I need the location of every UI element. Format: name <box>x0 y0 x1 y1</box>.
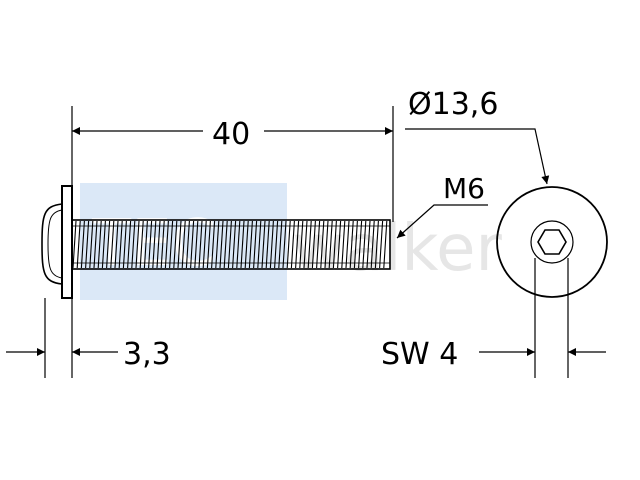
thread-line <box>253 220 258 269</box>
thread-line <box>101 220 106 269</box>
screw-head-front <box>496 186 608 298</box>
thread-line <box>198 220 203 269</box>
thread-line <box>341 220 346 269</box>
thread-line <box>114 220 119 269</box>
screw-shank <box>71 219 391 270</box>
thread-line <box>89 220 94 269</box>
thread-line <box>135 220 140 269</box>
thread-line <box>97 220 102 269</box>
thread-line <box>152 220 157 269</box>
thread-line <box>274 220 279 269</box>
thread-line <box>349 220 354 269</box>
thread-line <box>316 220 321 269</box>
thread-line <box>332 220 337 269</box>
watermark-box-text: TEC <box>91 207 216 281</box>
thread-line <box>181 220 186 269</box>
thread-lines <box>72 220 390 269</box>
thread-line <box>169 220 174 269</box>
thread-line <box>202 220 207 269</box>
thread-line <box>160 220 165 269</box>
hexagon-icon <box>537 229 567 255</box>
thread-line <box>177 220 182 269</box>
thread-line <box>127 220 132 269</box>
dimension-length: 40 <box>72 117 393 152</box>
thread-line <box>324 220 329 269</box>
thread-line <box>311 220 316 269</box>
thread-line <box>353 220 358 269</box>
thread-line <box>248 220 253 269</box>
thread-line <box>278 220 283 269</box>
thread-line <box>148 220 153 269</box>
thread-line <box>122 220 127 269</box>
dimension-head-diameter: Ø13,6 <box>405 87 550 185</box>
thread-line <box>80 220 85 269</box>
thread-line <box>139 220 144 269</box>
dimension-thread: M6 <box>396 172 488 239</box>
thread-line <box>93 220 98 269</box>
thread-line <box>261 220 266 269</box>
dimension-socket-size: SW 4 <box>381 337 606 372</box>
thread-line <box>307 220 312 269</box>
head-diameter-label: Ø13,6 <box>408 87 498 122</box>
length-label: 40 <box>212 117 250 152</box>
thread-line <box>358 220 363 269</box>
thread-line <box>211 220 216 269</box>
thread-line <box>143 220 148 269</box>
thread-line <box>265 220 270 269</box>
screw-head-side <box>41 185 73 299</box>
socket-size-label: SW 4 <box>381 337 458 372</box>
thread-line <box>345 220 350 269</box>
thread-line <box>190 220 195 269</box>
thread-line <box>156 220 161 269</box>
thread-line <box>72 220 77 269</box>
thread-line <box>164 220 169 269</box>
thread-line <box>383 220 388 269</box>
thread-line <box>110 220 115 269</box>
extension-lines <box>44 106 569 378</box>
thread-line <box>215 220 220 269</box>
thread-line <box>379 220 384 269</box>
watermark: TEC walker <box>80 183 503 300</box>
thread-line <box>131 220 136 269</box>
thread-line <box>118 220 123 269</box>
thread-line <box>282 220 287 269</box>
thread-line <box>303 220 308 269</box>
thread-line <box>232 220 237 269</box>
thread-line <box>85 220 90 269</box>
thread-line <box>366 220 371 269</box>
thread-line <box>320 220 325 269</box>
thread-line <box>328 220 333 269</box>
thread-line <box>206 220 211 269</box>
thread-line <box>362 220 367 269</box>
head-height-label: 3,3 <box>123 337 171 372</box>
thread-line <box>194 220 199 269</box>
thread-line <box>269 220 274 269</box>
thread-line <box>173 220 178 269</box>
thread-line <box>227 220 232 269</box>
thread-line <box>299 220 304 269</box>
thread-line <box>240 220 245 269</box>
thread-line <box>374 220 379 269</box>
thread-line <box>219 220 224 269</box>
thread-line <box>76 220 81 269</box>
dimension-head-height: 3,3 <box>6 337 171 372</box>
thread-line <box>337 220 342 269</box>
thread-line <box>106 220 111 269</box>
thread-line <box>244 220 249 269</box>
thread-line <box>370 220 375 269</box>
thread-line <box>223 220 228 269</box>
thread-line <box>286 220 291 269</box>
thread-line <box>236 220 241 269</box>
thread-label: M6 <box>443 172 485 205</box>
thread-line <box>185 220 190 269</box>
thread-line <box>257 220 262 269</box>
watermark-text: walker <box>292 212 503 286</box>
thread-line <box>290 220 295 269</box>
thread-line <box>295 220 300 269</box>
